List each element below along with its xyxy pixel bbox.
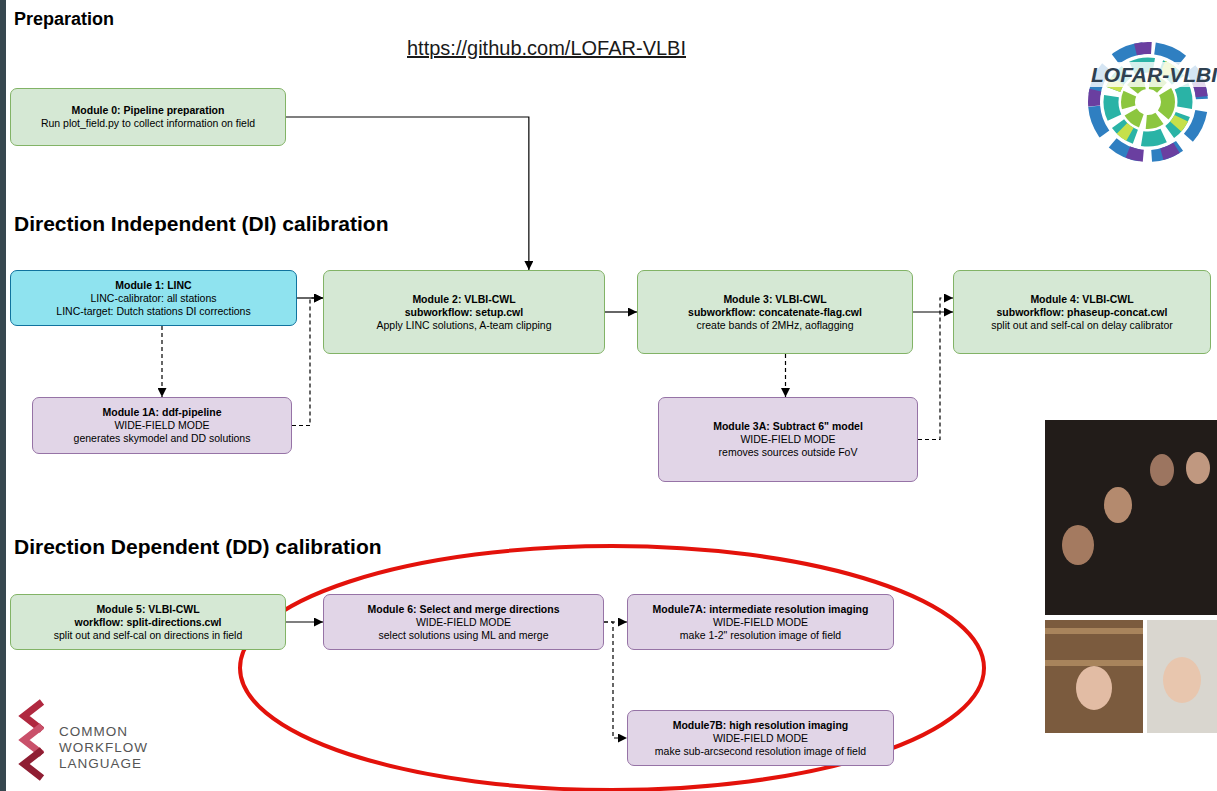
photo-face — [1150, 454, 1174, 486]
module-title: Module 5: VLBI-CWL — [96, 603, 199, 616]
photo-detail — [1045, 628, 1143, 634]
photo-face — [1076, 666, 1112, 710]
module-text: select solutions using ML and merge — [378, 629, 548, 642]
logo-text: COMMON — [57, 724, 130, 740]
module-title: Module 1A: ddf-pipeline — [103, 406, 222, 419]
module-text: subworkflow: concatenate-flag.cwl — [688, 306, 862, 319]
module-text: Run plot_field.py to collect information… — [41, 117, 255, 130]
module-text: workflow: split-directions.cwl — [74, 616, 221, 629]
photo-face — [1104, 487, 1132, 523]
module-text: make 1-2" resolution image of field — [680, 629, 841, 642]
module-box: Module 0: Pipeline preparationRun plot_f… — [10, 88, 286, 146]
module-box: Module 1: LINCLINC-calibrator: all stati… — [10, 270, 297, 326]
section-heading: Preparation — [12, 8, 116, 30]
module-title: Module 3: VLBI-CWL — [723, 293, 826, 306]
module-title: Module7B: high resolution imaging — [673, 719, 849, 732]
photo-face — [1062, 525, 1094, 565]
section-heading: Direction Dependent (DD) calibration — [12, 534, 384, 559]
logo-text: WORKFLOW — [57, 740, 150, 756]
photo — [1045, 620, 1143, 733]
flow-arrow — [604, 622, 627, 738]
module-text: make sub-arcsecond resolution image of f… — [655, 745, 866, 758]
module-text: split out and self-cal on directions in … — [54, 629, 243, 642]
url-link: https://github.com/LOFAR-VLBI — [405, 36, 688, 60]
module-box: Module 1A: ddf-pipelineWIDE-FIELD MODEge… — [32, 397, 292, 454]
module-text: removes sources outside FoV — [719, 446, 858, 459]
module-title: Module7A: intermediate resolution imagin… — [653, 603, 869, 616]
module-title: Module 0: Pipeline preparation — [72, 104, 225, 117]
module-text: subworkflow: setup.cwl — [405, 306, 523, 319]
photo-face — [1163, 657, 1201, 703]
flow-arrow — [161, 326, 162, 397]
module-text: subworkflow: phaseup-concat.cwl — [997, 306, 1168, 319]
logo-graphic — [1073, 27, 1217, 177]
module-box: Module7B: high resolution imagingWIDE-FI… — [627, 710, 894, 766]
module-box: Module 2: VLBI-CWLsubworkflow: setup.cwl… — [323, 270, 605, 354]
cwl-logo — [24, 702, 42, 778]
module-text: split out and self-cal on delay calibrat… — [991, 319, 1173, 332]
module-text: LINC-calibrator: all stations — [90, 292, 216, 305]
flow-arrow — [605, 311, 637, 312]
photo — [1045, 420, 1217, 615]
module-title: Module 4: VLBI-CWL — [1030, 293, 1133, 306]
flow-arrow — [286, 117, 529, 270]
photo-face — [1186, 452, 1210, 484]
logo-text: LANGUAGE — [57, 756, 144, 772]
flow-arrow — [918, 298, 953, 440]
module-text: WIDE-FIELD MODE — [713, 732, 808, 745]
module-title: Module 2: VLBI-CWL — [412, 293, 515, 306]
module-title: Module 1: LINC — [115, 279, 191, 292]
section-heading: Direction Independent (DI) calibration — [12, 211, 391, 236]
module-text: WIDE-FIELD MODE — [740, 433, 835, 446]
module-text: generates skymodel and DD solutions — [74, 432, 251, 445]
module-box: Module 3A: Subtract 6" modelWIDE-FIELD M… — [658, 397, 918, 482]
module-title: Module 6: Select and merge directions — [368, 603, 560, 616]
module-box: Module 5: VLBI-CWLworkflow: split-direct… — [10, 594, 286, 650]
module-box: Module 4: VLBI-CWLsubworkflow: phaseup-c… — [953, 270, 1211, 354]
logo-chevron — [24, 750, 42, 778]
team-photos — [1045, 420, 1217, 733]
module-text: WIDE-FIELD MODE — [416, 616, 511, 629]
module-box: Module 6: Select and merge directionsWID… — [323, 594, 604, 650]
module-text: Apply LINC solutions, A-team clipping — [376, 319, 551, 332]
module-box: Module7A: intermediate resolution imagin… — [627, 594, 894, 650]
logo-ring — [1073, 27, 1217, 177]
flow-arrow — [286, 621, 323, 622]
logo-ring — [1128, 82, 1168, 122]
logo-text: LOFAR-VLBI — [1088, 62, 1217, 87]
module-text: LINC-target: Dutch stations DI correctio… — [56, 305, 250, 318]
flow-arrow — [785, 354, 786, 397]
module-title: Module 3A: Subtract 6" model — [713, 420, 863, 433]
module-text: WIDE-FIELD MODE — [114, 419, 209, 432]
highlight-ellipse — [240, 546, 984, 790]
photo-detail — [1045, 660, 1143, 666]
module-box: Module 3: VLBI-CWLsubworkflow: concatena… — [637, 270, 913, 354]
photo — [1147, 620, 1217, 733]
flow-arrow — [913, 311, 953, 312]
module-text: WIDE-FIELD MODE — [713, 616, 808, 629]
module-text: create bands of 2MHz, aoflagging — [696, 319, 853, 332]
